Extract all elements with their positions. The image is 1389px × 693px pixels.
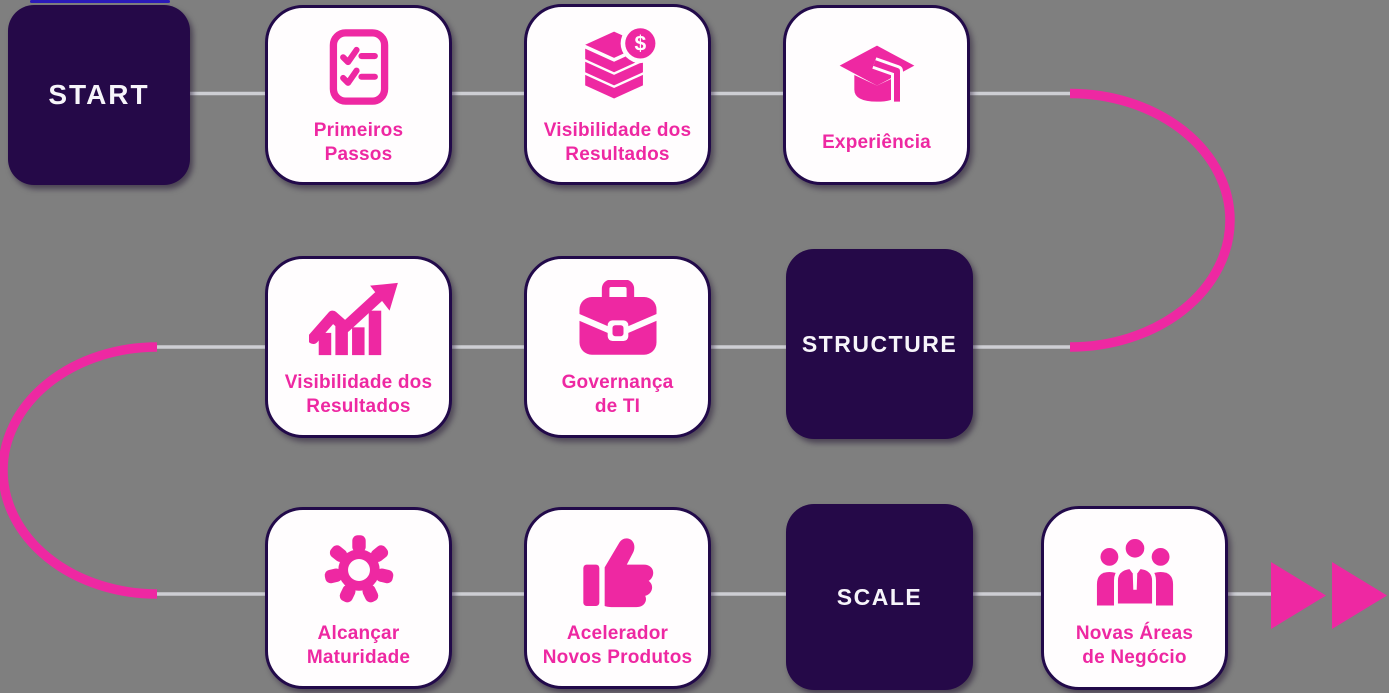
team-icon: [1096, 535, 1173, 608]
fast-forward-triangle-1: [1271, 562, 1326, 629]
step-label-line: Governança: [561, 372, 674, 393]
step-label-line: Novas Áreas: [1075, 623, 1194, 644]
step-label: Governança de TI: [562, 371, 674, 419]
checklist-icon: [329, 29, 388, 105]
curve-right-row1-row2: [1069, 88, 1235, 352]
step-card-acelerador-novos-produtos: Acelerador Novos Produtos: [524, 507, 711, 689]
icon-wrap: [320, 23, 398, 111]
step-label: Novas Áreas de Negócio: [1076, 622, 1193, 670]
step-label-line: Passos: [324, 144, 393, 165]
step-label-line: Novos Produtos: [542, 647, 693, 668]
step-card-governanca-ti: Governança de TI: [524, 256, 711, 438]
graduation-cap-icon: [839, 45, 914, 102]
step-card-visibilidade-resultados-2: Visibilidade dos Resultados: [265, 256, 452, 438]
icon-wrap: $: [576, 23, 660, 111]
step-label-line: Resultados: [306, 396, 411, 417]
step-label-line: Maturidade: [306, 647, 411, 668]
growth-chart-icon: [308, 282, 398, 356]
step-label: Visibilidade dos Resultados: [285, 371, 433, 419]
icon-wrap: [319, 526, 399, 614]
step-label: Experiência: [822, 131, 931, 155]
step-label-line: Experiência: [822, 132, 931, 153]
step-label-line: Alcançar: [317, 623, 400, 644]
step-label: Primeiros Passos: [314, 119, 403, 167]
milestone-label: START: [48, 79, 150, 110]
thumbs-up-icon: [582, 538, 653, 608]
gear-icon: [324, 535, 393, 603]
step-label-line: de TI: [594, 396, 641, 417]
briefcase-icon: [575, 280, 660, 355]
fast-forward-icon: [1271, 562, 1387, 629]
icon-wrap: [574, 275, 662, 363]
step-card-visibilidade-resultados-1: $ Visibilidade dos Resultados: [524, 4, 711, 185]
step-label: Visibilidade dos Resultados: [544, 119, 692, 167]
step-card-experiencia: Experiência: [783, 5, 970, 185]
step-label-line: Primeiros: [313, 120, 404, 141]
step-label-line: Acelerador: [566, 623, 669, 644]
milestone-structure: STRUCTURE: [786, 249, 973, 439]
icon-wrap: [1093, 526, 1177, 614]
icon-wrap: [834, 35, 920, 123]
step-card-novas-areas-negocio: Novas Áreas de Negócio: [1041, 506, 1228, 690]
curve-left-row2-row3: [0, 342, 158, 599]
start-box-top-accent: [30, 0, 170, 3]
fast-forward-triangle-2: [1332, 562, 1387, 629]
milestone-label: STRUCTURE: [801, 330, 958, 357]
icon-wrap: [575, 526, 661, 614]
connector-lines: [157, 91, 1271, 596]
step-card-alcancar-maturidade: Alcançar Maturidade: [265, 507, 452, 689]
svg-text:$: $: [634, 32, 646, 55]
money-stack-icon: $: [584, 26, 660, 98]
milestone-label: SCALE: [836, 583, 923, 610]
milestone-scale: SCALE: [786, 504, 973, 690]
step-label-line: Visibilidade dos: [284, 372, 433, 393]
step-label: Alcançar Maturidade: [307, 622, 410, 670]
step-label-line: de Negócio: [1082, 647, 1187, 668]
icon-wrap: [308, 275, 409, 363]
step-label-line: Visibilidade dos: [543, 119, 692, 141]
step-card-primeiros-passos: Primeiros Passos: [265, 5, 452, 185]
milestone-start: START: [8, 5, 190, 185]
step-label-line: Resultados: [565, 143, 670, 165]
step-label: Acelerador Novos Produtos: [543, 622, 693, 670]
